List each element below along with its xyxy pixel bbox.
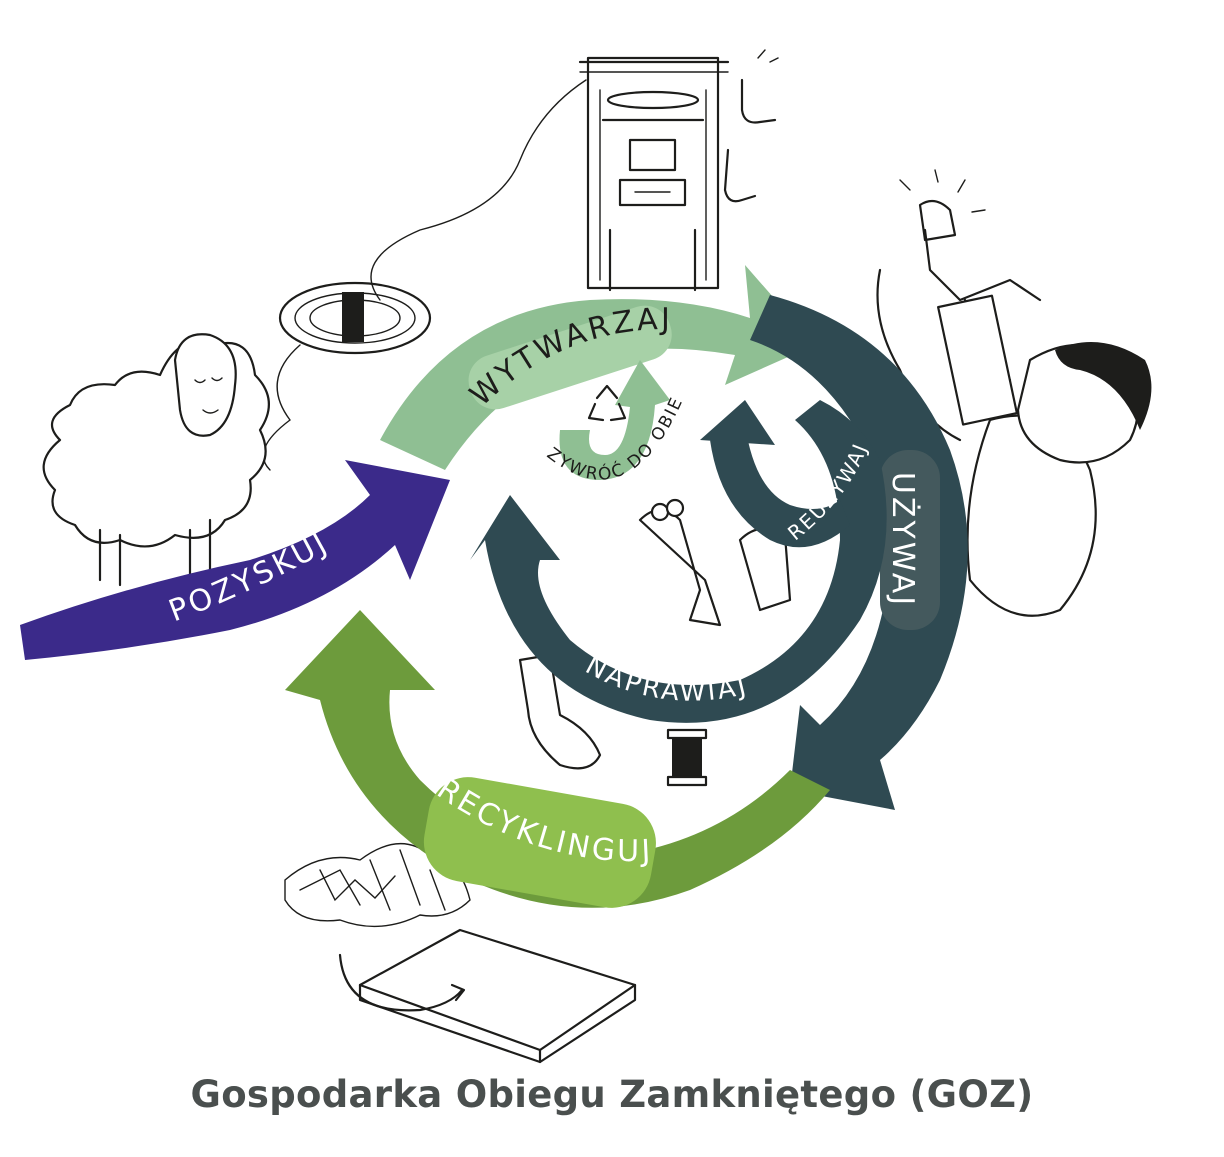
arrow-reuzywaj [700, 400, 850, 548]
person-icon [876, 169, 1152, 617]
arrow-recyklinguj [285, 610, 830, 908]
arrow-naprawiaj [470, 400, 887, 723]
label-uzywaj: UŻYWAJ [885, 472, 921, 608]
textile-scraps-icon [284, 843, 471, 928]
sock-puppets-icon [638, 498, 792, 627]
knitting-machine-icon [370, 56, 730, 301]
arrow-przywroc [559, 360, 670, 480]
arrow-pozyskuj [20, 460, 450, 660]
yarn-ball-icon [262, 281, 432, 471]
repair-sock-icon [518, 653, 602, 770]
arrow-uzywaj [750, 295, 968, 810]
felt-mat-icon [338, 928, 637, 1064]
thread-spool-icon [666, 728, 708, 787]
recycle-icon [587, 384, 627, 422]
arrow-wytwarzaj [380, 265, 815, 470]
socks-icon [723, 49, 779, 203]
page-title: Gospodarka Obiegu Zamkniętego (GOZ) [190, 1073, 1034, 1116]
sheep-icon [42, 333, 270, 587]
